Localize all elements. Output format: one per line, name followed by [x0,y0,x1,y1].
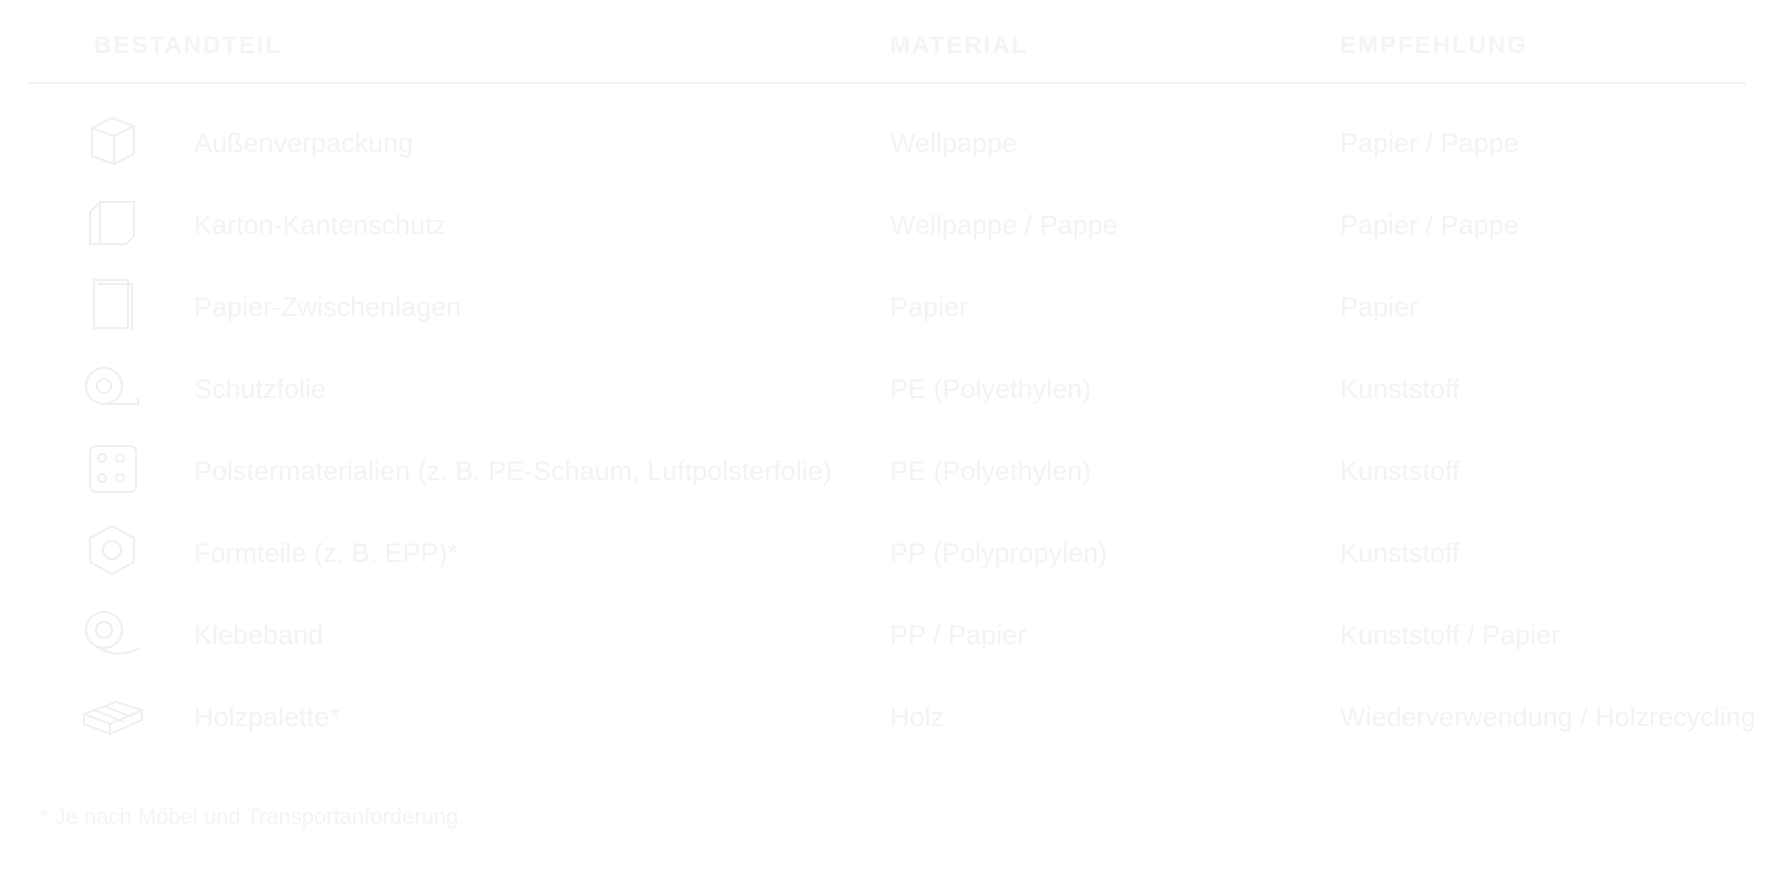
paper-sheet-icon [80,276,144,332]
row-part: Klebeband [194,620,324,650]
pallet-icon [80,686,144,742]
row-material: Wellpappe [890,128,1018,158]
row-part: Polstermaterialien (z. B. PE-Schaum, Luf… [194,456,832,486]
table-row: Karton-Kantenschutz Wellpappe / Pappe Pa… [28,186,1746,268]
header-material: MATERIAL [890,32,1029,59]
footnote: * Je nach Möbel und Transportanforderung… [40,804,465,829]
row-recommendation: Papier [1340,292,1419,322]
row-recommendation: Wiederverwendung / Holzrecycling [1340,702,1756,732]
header-recommendation: EMPFEHLUNG [1340,32,1528,59]
table-row: Klebeband PP / Papier Kunststoff / Papie… [28,596,1746,678]
row-part: Karton-Kantenschutz [194,210,447,240]
row-recommendation: Kunststoff [1340,374,1460,404]
row-material: Holz [890,702,945,732]
bubble-wrap-icon [80,440,144,496]
row-material: PP (Polypropylen) [890,538,1108,568]
row-recommendation: Kunststoff [1340,538,1460,568]
edge-protector-icon [80,194,144,250]
table-row: Formteile (z. B. EPP)* PP (Polypropylen)… [28,514,1746,596]
film-roll-icon [80,358,144,414]
table-row: Polstermaterialien (z. B. PE-Schaum, Luf… [28,432,1746,514]
row-part: Holzpalette* [194,702,340,732]
row-material: PE (Polyethylen) [890,456,1092,486]
row-part: Schutzfolie [194,374,327,404]
table-row: Außenverpackung Wellpappe Papier / Pappe [28,104,1746,186]
table-row: Holzpalette* Holz Wiederverwendung / Hol… [28,678,1756,760]
row-recommendation: Kunststoff / Papier [1340,620,1561,650]
tape-roll-icon [80,604,144,660]
table-row: Papier-Zwischenlagen Papier Papier [28,268,1746,350]
header-component: BESTANDTEIL [94,32,283,59]
table-row: Schutzfolie PE (Polyethylen) Kunststoff [28,350,1746,432]
row-recommendation: Kunststoff [1340,456,1460,486]
row-material: Wellpappe / Pappe [890,210,1118,240]
hexagon-icon [80,522,144,578]
table-body: Außenverpackung Wellpappe Papier / Pappe… [28,104,1756,760]
packaging-table: BESTANDTEIL MATERIAL EMPFEHLUNG Außenver… [28,0,1756,736]
row-part: Papier-Zwischenlagen [194,292,462,322]
row-recommendation: Papier / Pappe [1340,128,1519,158]
row-material: PP / Papier [890,620,1027,650]
table-header: BESTANDTEIL MATERIAL EMPFEHLUNG [28,0,1746,84]
box-icon [80,112,144,168]
row-recommendation: Papier / Pappe [1340,210,1519,240]
row-part: Formteile (z. B. EPP)* [194,538,459,568]
row-material: Papier [890,292,969,322]
row-material: PE (Polyethylen) [890,374,1092,404]
row-part: Außenverpackung [194,128,414,158]
